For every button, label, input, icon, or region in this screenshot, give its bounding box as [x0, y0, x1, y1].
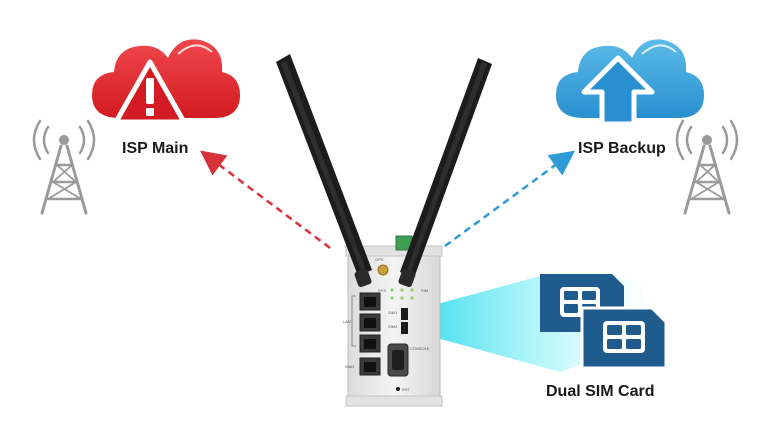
- isp-backup-label: ISP Backup: [578, 140, 666, 157]
- gps-connector: [377, 264, 389, 276]
- ethernet-ports: [359, 292, 381, 376]
- router-device: GPS SYS SIM LAN WAN SIM1 SIM2 CO: [343, 235, 443, 407]
- isp-backup-cloud-icon: [556, 39, 704, 127]
- sys-label: SYS: [378, 288, 386, 293]
- lan-label: LAN: [343, 319, 351, 324]
- isp-main-cloud-icon: [92, 39, 240, 125]
- status-leds: [390, 288, 414, 300]
- sim-card-front-icon: [580, 306, 668, 370]
- sim-label: SIM: [421, 288, 428, 293]
- right-cell-tower-icon: [675, 119, 739, 215]
- sim1-label: SIM1: [388, 310, 398, 315]
- sim2-label: SIM2: [388, 324, 398, 329]
- dual-sim-label: Dual SIM Card: [546, 383, 655, 400]
- isp-backup-link-arrow: [444, 150, 576, 248]
- reset-button: [396, 387, 400, 391]
- sim2-slot: [401, 322, 408, 334]
- isp-main-label: ISP Main: [122, 140, 189, 157]
- isp-main-link-arrow: [200, 150, 331, 249]
- rst-label: RST: [402, 387, 411, 392]
- left-cell-tower-icon: [32, 119, 96, 215]
- right-antenna: [398, 58, 492, 288]
- left-antenna: [276, 54, 372, 288]
- sim1-slot: [401, 308, 408, 320]
- console-label: CONSOLE: [410, 346, 430, 351]
- wan-label: WAN: [345, 364, 354, 369]
- gps-label: GPS: [375, 257, 384, 262]
